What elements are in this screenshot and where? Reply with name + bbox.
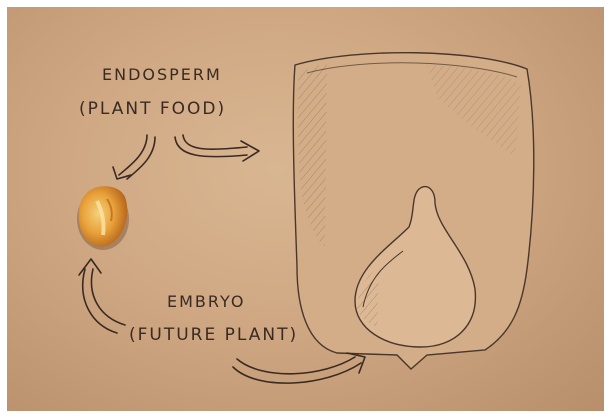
- embryo-subtitle: (Future Plant): [129, 325, 298, 345]
- arrow-endosperm-to-kernel: [113, 135, 155, 179]
- endosperm-label: Endosperm: [102, 65, 222, 84]
- paper-background: Endosperm (Plant Food) Embryo (Future Pl…: [7, 7, 604, 411]
- arrow-embryo-to-sketch: [233, 353, 365, 383]
- sketch-canvas: [7, 7, 604, 411]
- arrow-endosperm-to-sketch: [175, 135, 259, 161]
- endosperm-subtitle: (Plant Food): [79, 99, 226, 119]
- corn-kernel: [77, 186, 129, 250]
- arrow-embryo-to-kernel: [79, 259, 125, 333]
- embryo-label: Embryo: [167, 292, 245, 311]
